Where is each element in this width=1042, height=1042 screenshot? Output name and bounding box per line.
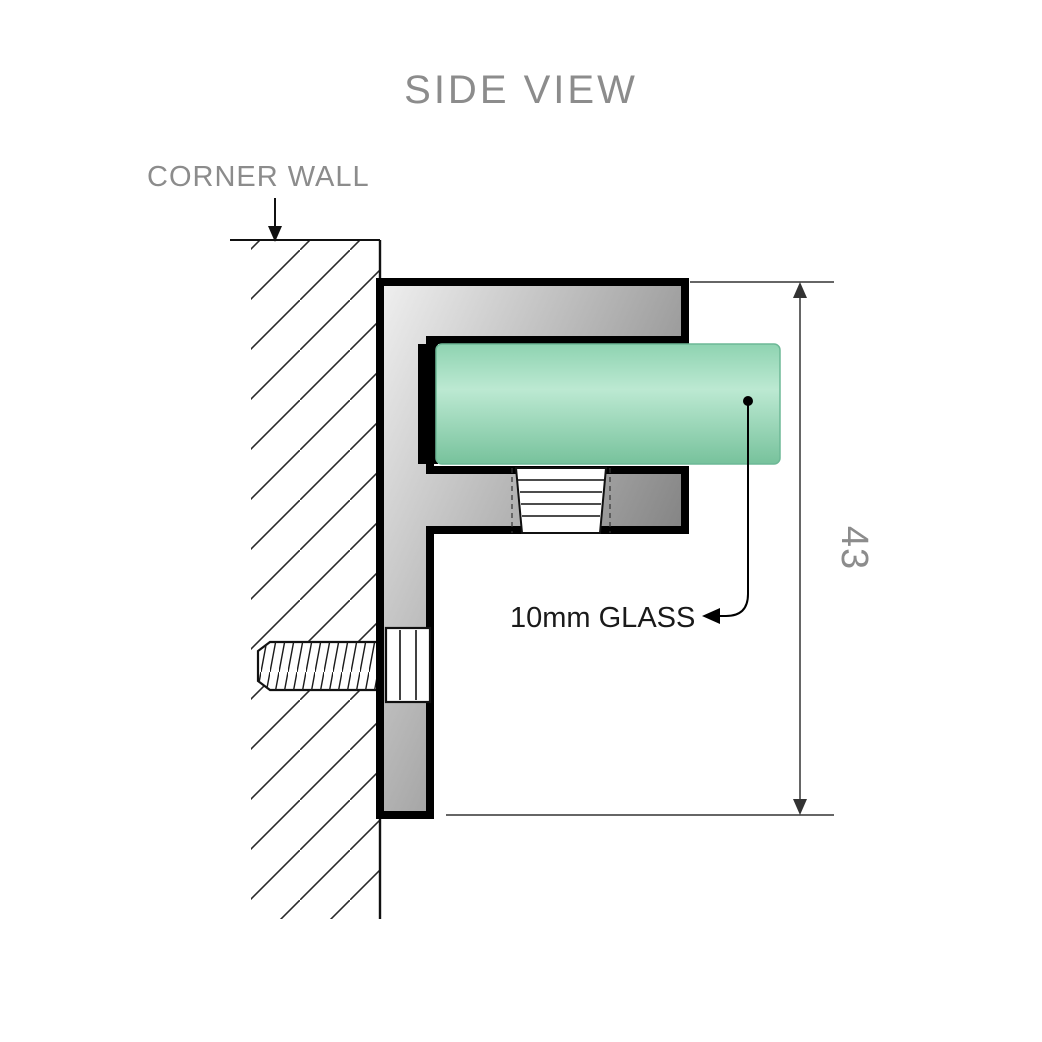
dimension-43: 43 [446,281,875,816]
glass-label: 10mm GLASS [510,602,695,634]
glass-leader-dot [743,396,753,406]
wall-screw-head [384,626,432,704]
wall-screw [256,640,388,692]
channel-end-fill [418,344,438,464]
grub-screw [511,467,611,534]
glass-leader-line [708,405,749,617]
glass-leader-arrowhead-icon [702,608,720,624]
dim-arrowhead-bottom-icon [793,799,807,815]
wall-hatch [251,241,380,919]
wall-screw-threads [258,642,386,690]
corner-wall-arrowhead-icon [268,226,282,242]
grub-screw-body [514,467,608,534]
glass-panel [435,343,781,465]
bracket-body [376,278,689,819]
diagram-title: SIDE VIEW [404,68,638,112]
corner-wall-label: CORNER WALL [147,161,370,193]
dim-arrowhead-top-icon [793,282,807,298]
dim-value: 43 [833,526,875,570]
wall-screw-head-body [384,626,432,704]
